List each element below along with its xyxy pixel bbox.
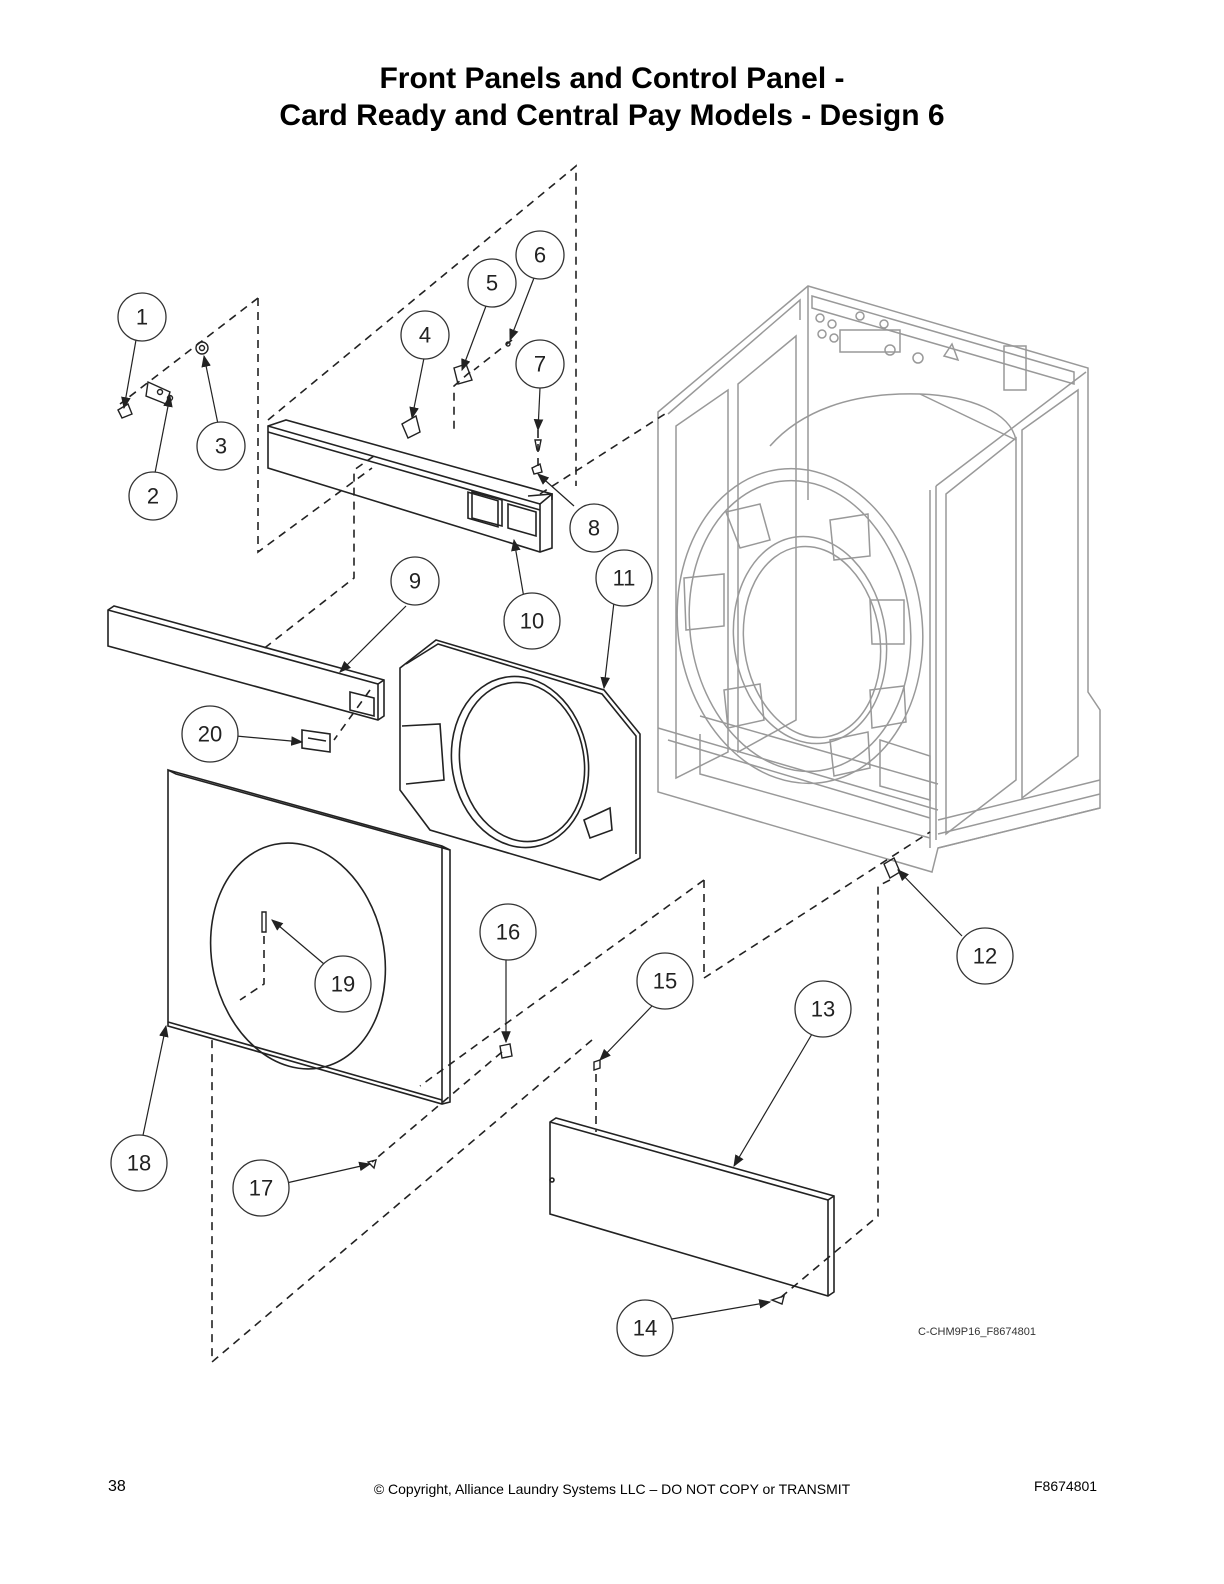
control-panel-overlay [107,605,385,721]
front-panel [167,768,451,1105]
callout-9: 9 [409,569,421,594]
callout-18: 18 [127,1151,151,1176]
drawing-id: C-CHM9P16_F8674801 [918,1326,1036,1338]
callout-6: 6 [534,243,546,268]
diagram-title-line-1: Front Panels and Control Panel - [379,62,845,95]
callout-20: 20 [198,722,222,747]
control-panel-bracket [267,419,553,553]
callout-5: 5 [486,271,498,296]
copyright-notice: © Copyright, Alliance Laundry Systems LL… [373,1481,851,1497]
callout-numbers: 1 2 3 4 5 6 7 8 9 10 11 12 13 14 15 16 1… [127,243,997,1341]
callout-2: 2 [147,484,159,509]
callout-7: 7 [534,352,546,377]
callout-circles [110,230,1014,1357]
dryer-drum [676,393,1017,785]
page-number: 38 [108,1478,126,1495]
callout-14: 14 [633,1316,657,1341]
card-reader-insert [301,729,331,753]
callout-leader-arrows [121,277,963,1321]
callout-3: 3 [215,434,227,459]
callout-12: 12 [973,944,997,969]
callout-4: 4 [419,323,431,348]
callout-17: 17 [249,1176,273,1201]
assembly-dashed-lines [119,164,931,1364]
callout-16: 16 [496,920,520,945]
callout-19: 19 [331,972,355,997]
diagram-title-line-2: Card Ready and Central Pay Models - Desi… [279,99,945,132]
door-mount-panel [399,639,641,881]
document-number: F8674801 [1034,1478,1098,1494]
callout-15: 15 [653,969,677,994]
small-hardware-parts [117,341,901,1305]
dryer-cabinet [657,285,1101,873]
callout-11: 11 [613,566,636,591]
callout-8: 8 [588,516,600,541]
callout-1: 1 [136,305,148,330]
callout-13: 13 [811,997,835,1022]
callout-10: 10 [520,609,544,634]
lower-front-panel [549,1117,835,1297]
